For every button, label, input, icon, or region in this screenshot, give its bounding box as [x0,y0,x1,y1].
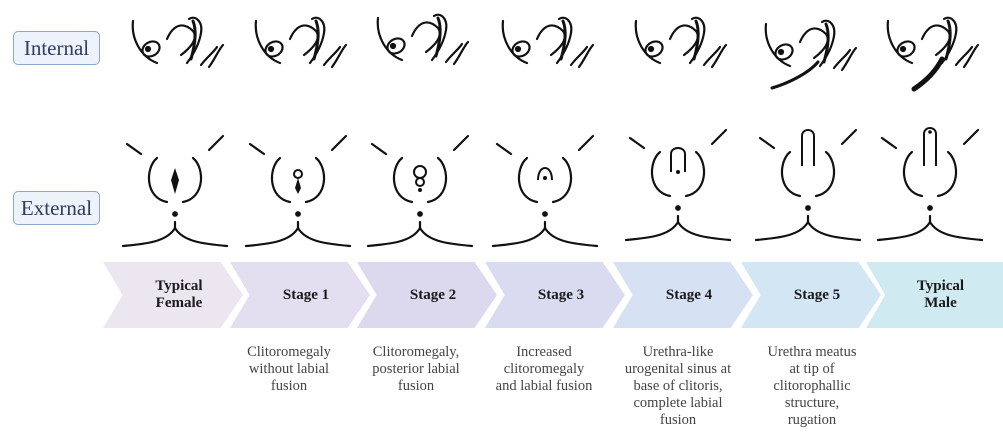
stage-arrow-stage-3: Stage 3 [485,262,625,328]
stage-name: Typical [149,278,202,294]
stage-5-description: Urethra meatus at tip of clitorophallic … [742,344,882,429]
description-line: without labial [219,361,359,378]
description-line: clitoromegaly [474,361,614,378]
internal-figure-stage-4 [636,18,726,67]
stage-name: Stage 2 [404,287,456,303]
stage-arrow-stage-1: Stage 1 [230,262,370,328]
stage-arrow-stage-2: Stage 2 [357,262,497,328]
stage-3-description: Increased clitoromegaly and labial fusio… [474,344,614,395]
internal-figure-typical-male [888,18,978,89]
description-line: clitorophallic [742,378,882,395]
stage-name: Typical [911,278,964,294]
external-figure-stage-4 [626,130,730,240]
description-line: base of clitoris, [608,378,748,395]
description-line: fusion [346,378,486,395]
description-line: rugation [742,412,882,429]
stage-2-description: Clitoromegaly, posterior labial fusion [346,344,486,395]
stage-name-line2: Female [150,295,203,311]
internal-figure-stage-1 [256,18,346,67]
external-figure-stage-3 [493,136,597,246]
description-line: Clitoromegaly [219,344,359,361]
external-figure-typical-female [123,136,227,246]
external-figure-stage-1 [246,136,350,246]
internal-figure-stage-3 [503,18,593,67]
anatomy-illustrations [0,0,1003,260]
stage-1-description: Clitoromegaly without labial fusion [219,344,359,395]
external-figure-stage-2 [368,136,472,246]
description-line: fusion [608,412,748,429]
description-line: complete labial [608,395,748,412]
stage-name: Stage 1 [277,287,329,303]
stage-arrow-stage-4: Stage 4 [613,262,753,328]
stage-name: Stage 5 [788,287,840,303]
description-line: fusion [219,378,359,395]
internal-figure-stage-5 [766,21,856,88]
description-line: urogenital sinus at [608,361,748,378]
description-line: and labial fusion [474,378,614,395]
external-figure-typical-male [878,128,982,240]
stage-arrow-stage-5: Stage 5 [741,262,881,328]
description-line: structure, [742,395,882,412]
internal-figure-stage-2 [378,15,468,64]
description-line: Increased [474,344,614,361]
description-line: Urethra meatus [742,344,882,361]
description-line: Urethra-like [608,344,748,361]
stage-name: Stage 3 [532,287,584,303]
external-figure-stage-5 [756,130,860,240]
description-line: at tip of [742,361,882,378]
description-line: Clitoromegaly, [346,344,486,361]
stage-4-description: Urethra-like urogenital sinus at base of… [608,344,748,429]
internal-figure-typical-female [133,18,223,67]
description-line: posterior labial [346,361,486,378]
stage-name-line2: Male [918,295,956,311]
stage-name: Stage 4 [660,287,712,303]
